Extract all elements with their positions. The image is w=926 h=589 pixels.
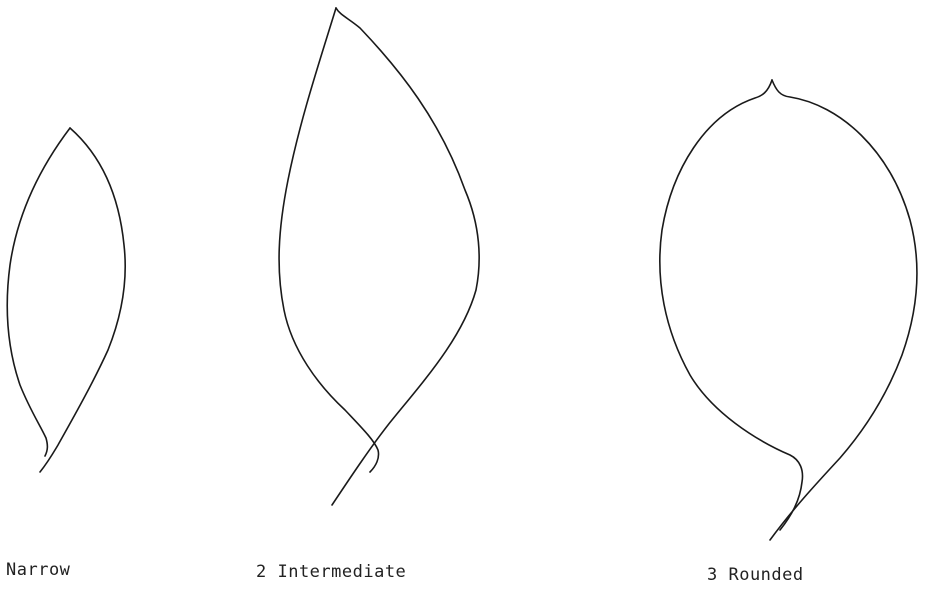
leaf-rounded-outline-left	[660, 80, 803, 530]
leaf-narrow-outline-left	[7, 128, 70, 456]
caption-intermediate: 2 Intermediate	[256, 562, 406, 582]
leaf-narrow	[7, 128, 125, 472]
leaf-intermediate-outline-left	[279, 8, 378, 472]
caption-narrow: Narrow	[6, 560, 70, 580]
leaf-intermediate-outline	[332, 8, 479, 505]
leaf-rounded-outline	[770, 80, 917, 540]
leaf-narrow-outline	[40, 128, 125, 472]
caption-rounded: 3 Rounded	[707, 565, 804, 585]
leaf-intermediate	[279, 8, 479, 505]
leaf-rounded	[660, 80, 917, 540]
